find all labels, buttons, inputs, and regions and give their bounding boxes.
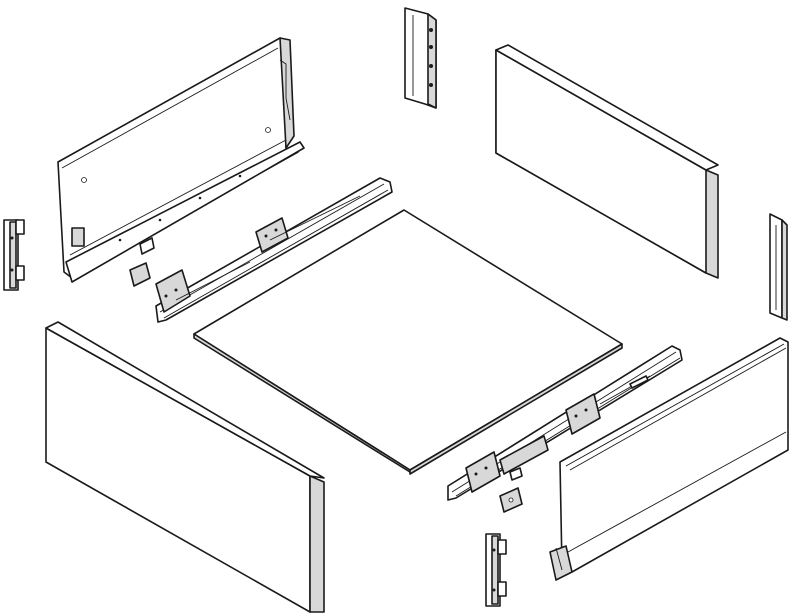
clip-right — [499, 467, 523, 513]
front-panel — [45, 321, 325, 613]
bottom-panel — [193, 209, 623, 475]
back-panel — [495, 44, 719, 279]
runner-left — [155, 177, 393, 323]
side-panel-right — [549, 337, 789, 581]
clip-left — [129, 237, 155, 287]
runner-right — [447, 345, 683, 501]
rear-bracket-right — [769, 213, 788, 321]
front-bracket-left — [3, 219, 25, 291]
rear-bracket-left — [404, 7, 437, 109]
side-panel-left — [57, 37, 305, 283]
front-bracket-right — [485, 533, 507, 607]
